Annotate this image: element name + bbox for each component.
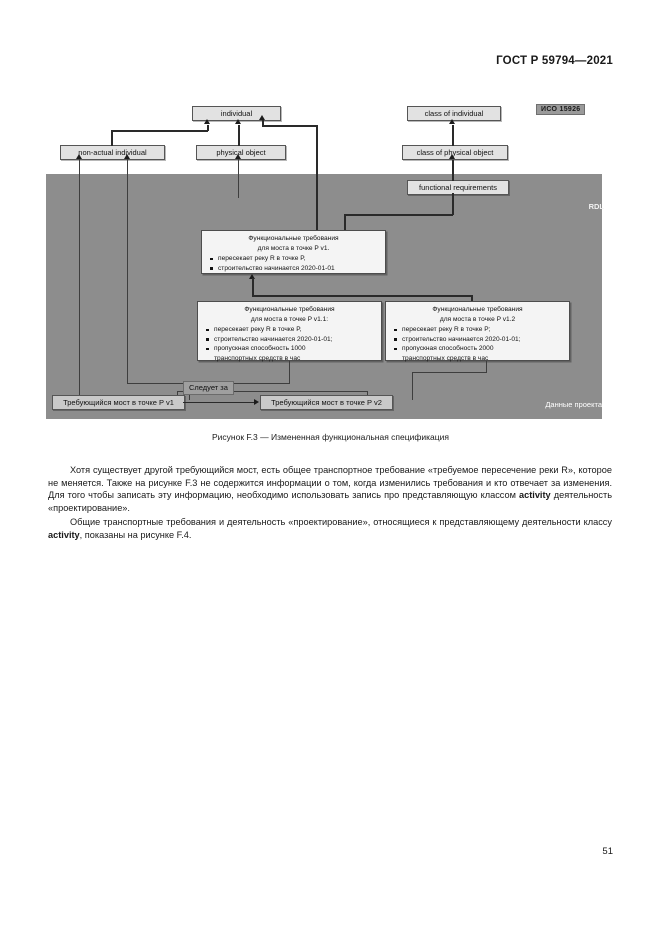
- req-box-v1-2: Функциональные требования для моста в то…: [385, 301, 570, 363]
- req-box-v1-2-bullet-1: пересекает реку R в точке P;: [394, 325, 565, 335]
- connector-line: [252, 278, 254, 296]
- connector-line: [412, 372, 487, 373]
- rdl-label: RDL: [588, 202, 604, 211]
- req-box-v1-2-bullets: пересекает реку R в точке P; строительст…: [390, 325, 565, 363]
- req-box-v1-2-bullet-3: пропускная способность 2000: [394, 344, 565, 354]
- para2-text-a: Общие транспортные требования и деятельн…: [70, 517, 612, 527]
- req-box-v1-2-title-line2: для моста в точке P v1.2: [439, 316, 516, 323]
- relation-label-follows: Следует за: [183, 381, 234, 395]
- connector-line: [344, 214, 346, 231]
- req-box-v1-1-bullet-3-cont: транспортных средств в час: [214, 354, 301, 362]
- arrow-head-icon: [235, 154, 241, 159]
- arrow-head-icon: [204, 119, 210, 124]
- req-box-v1-1-bullet-2: строительство начинается 2020-01-01;: [206, 335, 377, 345]
- req-box-v1-1: Функциональные требования для моста в то…: [197, 301, 382, 363]
- req-box-v1-bullets: пересекает реку R в точке P, строительст…: [206, 254, 381, 273]
- connector-line: [111, 130, 208, 132]
- req-box-v1-bullet-2: строительство начинается 2020-01-01: [210, 264, 381, 274]
- node-physical-object: physical object: [196, 145, 286, 160]
- node-class-of-physical-object: class of physical object: [402, 145, 508, 160]
- connector-line: [471, 295, 473, 301]
- arrow-head-icon: [249, 274, 255, 279]
- para1-text-b: деятельность «проектирование».: [48, 490, 612, 513]
- connector-line: [289, 361, 290, 384]
- req-box-v1-1-title-line1: Функциональные требования: [244, 306, 335, 313]
- body-paragraph-1: Хотя существует другой требующийся мост,…: [48, 464, 612, 514]
- connector-line: [238, 158, 239, 198]
- req-box-v1-2-title-line1: Функциональные требования: [432, 306, 523, 313]
- req-box-v1-1-title-line2: для моста в точке P v1.1:: [250, 316, 329, 323]
- req-box-v1-2-bullet-3-cont: транспортных средств в час: [402, 354, 489, 362]
- para2-bold-activity: activity: [48, 529, 80, 540]
- req-box-v1-1-bullet-1: пересекает реку R в точке P,: [206, 325, 377, 335]
- connector-line: [189, 383, 290, 384]
- connector-line: [262, 125, 317, 127]
- para1-bold-activity: activity: [518, 490, 551, 501]
- connector-line: [344, 214, 453, 216]
- body-paragraph-2: Общие транспортные требования и деятельн…: [48, 516, 612, 541]
- connector-line: [111, 130, 113, 146]
- node-functional-requirements: functional requirements: [407, 180, 509, 195]
- node-bridge-v1: Требующийся мост в точке P v1: [52, 395, 185, 410]
- req-box-v1-1-bullet-3: пропускная способность 1000: [206, 344, 377, 354]
- connector-line: [486, 361, 487, 373]
- para2-text-b: , показаны на рисунке F.4.: [79, 529, 192, 540]
- para1-text-a: Хотя существует другой требующийся мост,…: [48, 465, 612, 501]
- connector-line: [316, 125, 318, 235]
- arrow-head-icon: [76, 154, 82, 159]
- connector-line: [262, 120, 264, 126]
- req-box-v1-2-bullet-2: строительство начинается 2020-01-01;: [394, 335, 565, 345]
- connector-line: [238, 125, 240, 146]
- arrow-head-icon: [449, 119, 455, 124]
- arrow-head-icon: [235, 119, 241, 124]
- arrow-head-icon: [259, 115, 265, 120]
- connector-line: [79, 158, 80, 400]
- project-data-label: Данные проекта: [545, 400, 602, 409]
- connector-line: [127, 158, 128, 383]
- page-header-standard: ГОСТ Р 59794—2021: [496, 55, 613, 67]
- connector-line: [412, 372, 413, 400]
- req-box-v1-bullet-1: пересекает реку R в точке P,: [210, 254, 381, 264]
- req-box-v1-title-line1: Функциональные требования: [248, 235, 339, 242]
- connector-line: [452, 160, 454, 181]
- connector-line: [452, 125, 454, 146]
- iso-15926-badge: ИСО 15926: [536, 104, 586, 115]
- arrow-head-icon: [449, 154, 455, 159]
- arrow-head-icon: [254, 399, 259, 405]
- node-bridge-v2: Требующийся мост в точке P v2: [260, 395, 393, 410]
- figure-f3: RDL Данные проекта ИСО 15926 individual …: [44, 92, 614, 427]
- figure-caption: Рисунок F.3 — Измененная функциональная …: [212, 432, 449, 442]
- connector-line: [252, 295, 472, 297]
- connector-line: [127, 383, 189, 384]
- connector-line: [207, 125, 209, 131]
- arrow-head-icon: [124, 154, 130, 159]
- connector-line: [452, 193, 454, 215]
- page-number: 51: [602, 846, 613, 857]
- req-box-v1: Функциональные требования для моста в то…: [201, 230, 386, 274]
- req-box-v1-1-bullets: пересекает реку R в точке P, строительст…: [202, 325, 377, 363]
- connector-line: [177, 391, 367, 392]
- connector-line: [183, 402, 255, 403]
- req-box-v1-title-line2: для моста в точке P v1.: [257, 245, 330, 252]
